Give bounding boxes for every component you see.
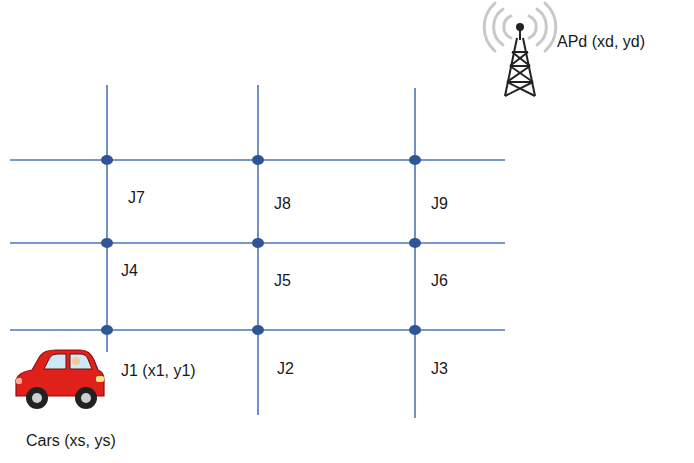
car-wheel — [26, 387, 48, 409]
junction-label: J3 — [431, 359, 448, 378]
wave — [529, 16, 536, 38]
brace — [512, 52, 530, 66]
junction-dots — [101, 155, 421, 335]
car-window — [44, 354, 66, 369]
tower-lattice — [505, 27, 535, 96]
junction-dot — [409, 325, 421, 335]
wave — [484, 3, 495, 51]
brace — [507, 81, 533, 83]
junction-label: J8 — [274, 194, 291, 213]
signal-waves — [484, 3, 556, 51]
road-lines — [10, 85, 505, 418]
mast — [519, 27, 521, 40]
road — [414, 88, 416, 418]
wave — [504, 16, 511, 38]
junction-label: J9 — [431, 194, 448, 213]
junction-dot — [101, 155, 113, 165]
wave — [545, 3, 556, 51]
tower-icon — [484, 3, 556, 96]
junction-label: J1 (x1, y1) — [121, 361, 196, 380]
brace — [510, 65, 530, 67]
junction-label: J6 — [431, 271, 448, 290]
access-point-label: APd (xd, yd) — [557, 32, 645, 51]
car-label: Cars (xs, ys) — [26, 431, 116, 450]
road — [106, 85, 108, 352]
junction-dot — [101, 238, 113, 248]
junction-label: J7 — [128, 188, 145, 207]
car-hub — [32, 393, 42, 403]
junction-dot — [101, 325, 113, 335]
car-window — [70, 354, 92, 369]
wave — [494, 9, 503, 45]
wave — [537, 9, 546, 45]
junction-dot — [409, 155, 421, 165]
road — [257, 85, 259, 415]
junction-label: J2 — [277, 359, 294, 378]
brace — [510, 52, 528, 66]
brace — [510, 66, 533, 82]
car-icon — [16, 350, 104, 409]
junction-dot — [252, 325, 264, 335]
junction-label: J4 — [121, 261, 138, 280]
brace — [507, 66, 530, 82]
driver — [72, 357, 80, 365]
junction-dot — [252, 155, 264, 165]
brace — [505, 82, 533, 96]
car-light — [16, 378, 22, 384]
junction-label: J5 — [274, 271, 291, 290]
car-light — [96, 376, 104, 382]
junction-dot — [252, 238, 264, 248]
car-hub — [81, 393, 91, 403]
junction-dot — [409, 238, 421, 248]
car-wheel — [75, 387, 97, 409]
